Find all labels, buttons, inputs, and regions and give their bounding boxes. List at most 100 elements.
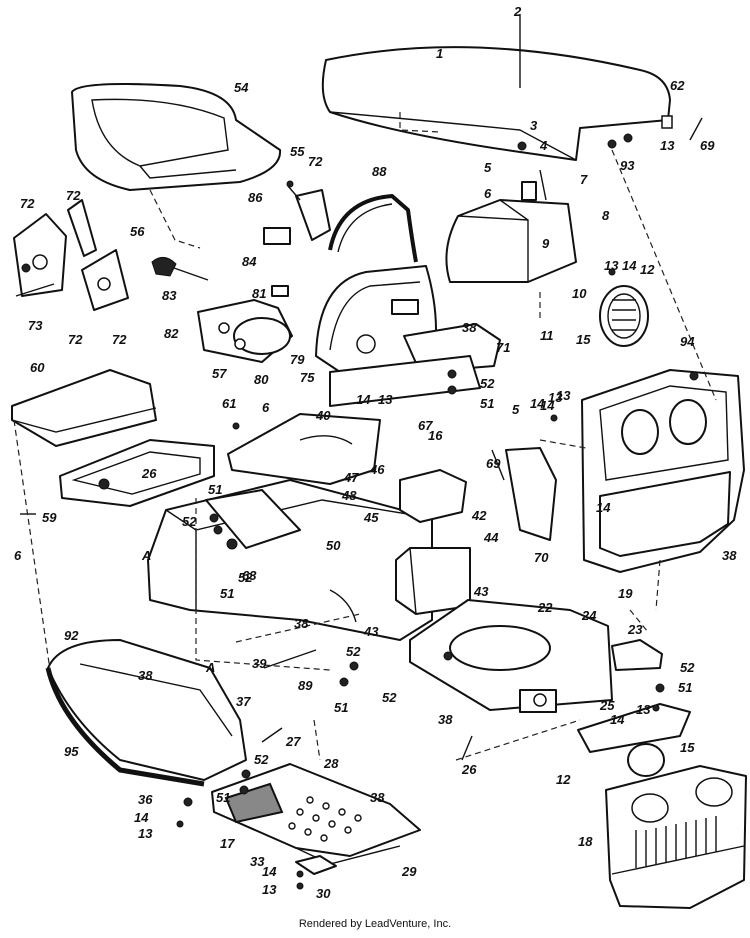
frame-part — [328, 194, 418, 263]
callout-c6a: 6 — [484, 186, 492, 201]
callout-c38b: 38 — [722, 548, 737, 563]
callout-c86: 86 — [248, 190, 263, 205]
callout-c45: 45 — [363, 510, 379, 525]
callout-c25: 25 — [599, 698, 615, 713]
callout-c24: 24 — [581, 608, 597, 623]
callout-c11: 11 — [540, 328, 554, 343]
tray-part — [59, 439, 215, 507]
callout-c13b: 13 — [604, 258, 619, 273]
footer-credit: Rendered by LeadVenture, Inc. — [298, 918, 452, 930]
callout-c13f: 13 — [636, 702, 651, 717]
switch-bracket-part — [197, 285, 293, 363]
callout-c15b: 15 — [680, 740, 695, 755]
callout-c17: 17 — [220, 836, 235, 851]
callout-c38d: 38 — [138, 668, 153, 683]
callout-c26a: 26 — [141, 466, 157, 481]
callout-c92: 92 — [64, 628, 79, 643]
callout-c79: 79 — [290, 352, 305, 367]
callout-c38a: 38 — [462, 320, 477, 335]
callout-c61: 61 — [222, 396, 236, 411]
callout-c5b: 5 — [512, 402, 520, 417]
callout-c67: 67 — [418, 418, 433, 433]
callout-c48: 48 — [341, 488, 357, 503]
callout-c84: 84 — [242, 254, 257, 269]
callout-c52a: 52 — [480, 376, 495, 391]
callout-c73: 73 — [28, 318, 43, 333]
callout-c51f: 51 — [216, 790, 230, 805]
callout-c72d: 72 — [68, 332, 83, 347]
callout-c63: 63 — [242, 568, 257, 583]
callout-cA1: A — [141, 548, 151, 563]
callout-c13h: 13 — [262, 882, 277, 897]
callout-c14b: 14 — [530, 396, 545, 411]
callout-c30: 30 — [316, 886, 331, 901]
callout-c75: 75 — [300, 370, 315, 385]
callout-c6b: 6 — [262, 400, 270, 415]
callout-c38e: 38 — [438, 712, 453, 727]
callout-c13d: 13 — [378, 392, 393, 407]
callout-c52e: 52 — [382, 690, 397, 705]
callout-c28: 28 — [323, 756, 339, 771]
callout-c88: 88 — [372, 164, 387, 179]
throttle-part — [151, 185, 331, 281]
callout-c33: 33 — [250, 854, 265, 869]
callout-c26b: 26 — [461, 762, 477, 777]
callout-c10: 10 — [572, 286, 587, 301]
callout-c14g: 14 — [134, 810, 149, 825]
callout-c62: 62 — [670, 78, 685, 93]
dash-panel-part — [315, 265, 501, 407]
callout-c82: 82 — [164, 326, 179, 341]
callout-c12b: 12 — [556, 772, 571, 787]
cover-part — [11, 369, 157, 447]
callout-c7: 7 — [580, 172, 588, 187]
callout-c83: 83 — [162, 288, 177, 303]
callout-c52b: 52 — [182, 514, 197, 529]
callout-c13c: 13 — [548, 390, 563, 405]
callout-c52c: 52 — [238, 570, 253, 585]
callout-c38c: 38 — [294, 616, 309, 631]
callout-c95: 95 — [64, 744, 79, 759]
callout-c9: 9 — [542, 236, 550, 251]
callout-c51b: 51 — [208, 482, 222, 497]
callout-c46: 46 — [369, 462, 385, 477]
callout-c80: 80 — [254, 372, 269, 387]
callout-c43a: 43 — [473, 584, 489, 599]
callout-c13g: 13 — [138, 826, 153, 841]
fender-part — [505, 447, 557, 541]
callout-c52d: 52 — [346, 644, 361, 659]
callout-c51d: 51 — [334, 700, 348, 715]
callout-c14d: 14 — [540, 398, 555, 413]
footrest-part — [45, 639, 247, 787]
callout-c69b: 69 — [486, 456, 501, 471]
callout-c69a: 69 — [700, 138, 715, 153]
callout-c13a: 13 — [660, 138, 675, 153]
callout-c52g: 52 — [254, 752, 269, 767]
callout-c42: 42 — [471, 508, 487, 523]
callout-c70: 70 — [534, 550, 549, 565]
callout-c37: 37 — [236, 694, 251, 709]
callout-c40: 40 — [315, 408, 331, 423]
callout-c72e: 72 — [112, 332, 127, 347]
callout-c72c: 72 — [20, 196, 35, 211]
callout-c60: 60 — [30, 360, 45, 375]
callout-c51a: 51 — [480, 396, 494, 411]
callout-c71: 71 — [496, 340, 510, 355]
callout-c47: 47 — [343, 470, 359, 485]
callout-c27: 27 — [285, 734, 301, 749]
callout-c57: 57 — [212, 366, 227, 381]
floor-plate-part — [211, 763, 421, 865]
callout-c36: 36 — [138, 792, 153, 807]
front-grille-part — [605, 765, 747, 909]
leader-lines — [13, 14, 717, 761]
chassis-part — [147, 479, 433, 641]
callout-cA2: A — [205, 660, 215, 675]
callout-c55: 55 — [290, 144, 305, 159]
callout-c38f: 38 — [370, 790, 385, 805]
callout-c54: 54 — [234, 80, 249, 95]
callout-c13e: 13 — [556, 388, 571, 403]
callout-c14h: 14 — [262, 864, 277, 879]
callout-c81: 81 — [252, 286, 266, 301]
plate-part — [227, 413, 381, 485]
